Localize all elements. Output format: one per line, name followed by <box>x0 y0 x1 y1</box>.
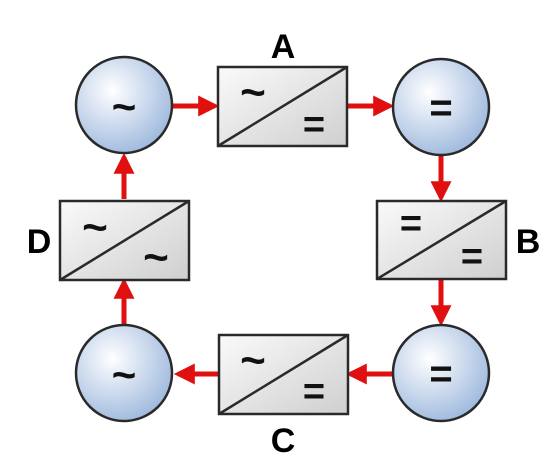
label-b: B <box>516 223 541 261</box>
converter-a-input-symbol: ~ <box>240 68 266 117</box>
arrows <box>113 95 452 385</box>
converter-b-input-symbol: = <box>400 203 422 245</box>
node-bottom-left: ~ <box>74 323 174 423</box>
label-a: A <box>271 28 296 66</box>
ac-symbol: ~ <box>112 351 137 398</box>
converter-d-output-symbol: ~ <box>143 233 169 282</box>
ac-symbol: ~ <box>112 83 137 130</box>
converter-c: ~ = <box>217 333 350 416</box>
dc-symbol: = <box>429 352 452 396</box>
converter-c-input-symbol: ~ <box>240 336 266 385</box>
converter-d-input-symbol: ~ <box>82 203 108 252</box>
converter-d: ~ ~ <box>58 199 191 282</box>
converter-c-output-symbol: = <box>303 371 325 413</box>
converter-a: ~ = <box>216 65 349 148</box>
converter-a-output-symbol: = <box>303 104 325 146</box>
converter-b: = = <box>375 199 508 281</box>
node-top-left: ~ <box>74 55 174 155</box>
label-d: D <box>27 223 52 261</box>
dc-symbol: = <box>429 86 452 130</box>
label-c: C <box>271 422 296 460</box>
converter-b-output-symbol: = <box>461 236 483 278</box>
node-top-right: = <box>391 57 491 157</box>
node-bottom-right: = <box>391 323 491 423</box>
